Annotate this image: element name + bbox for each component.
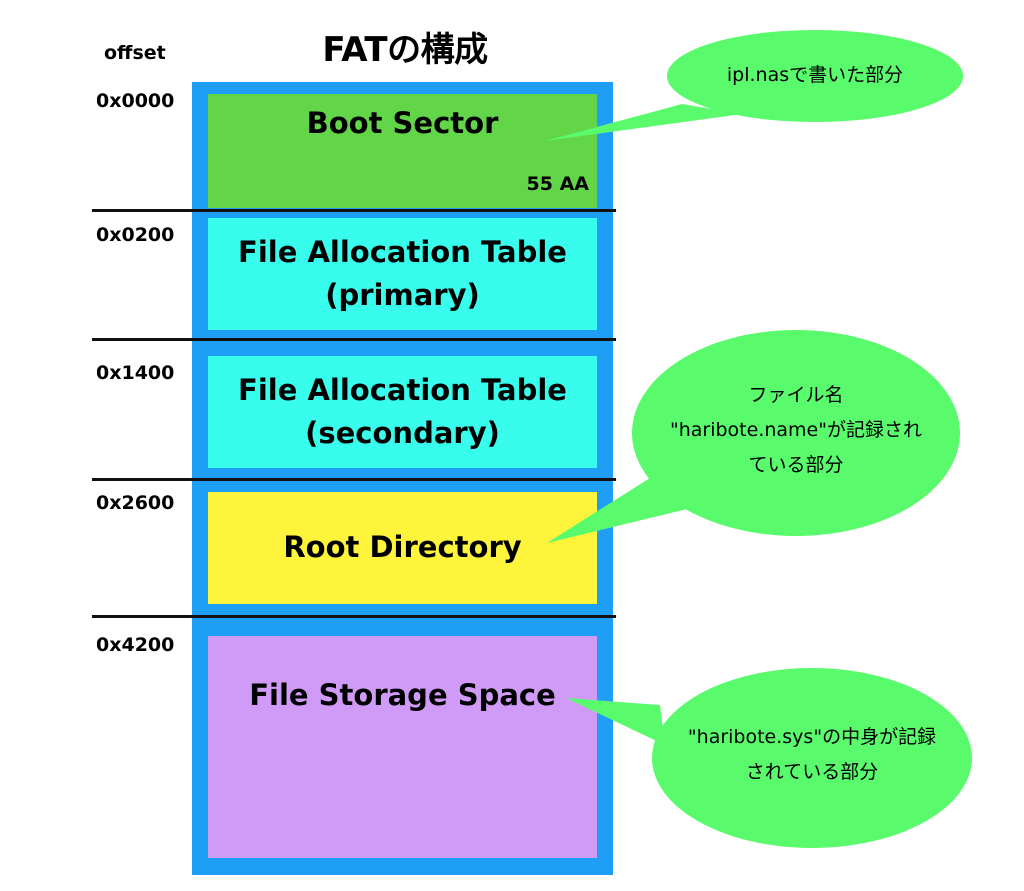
file-storage-region: File Storage Space <box>208 636 597 858</box>
callout-line: されている部分 <box>745 761 879 784</box>
callout-line: ている部分 <box>748 454 844 477</box>
file-storage-label: File Storage Space <box>249 678 556 712</box>
offset-file-storage: 0x4200 <box>96 634 175 656</box>
boot-sector-region: Boot Sector 55 AA <box>208 94 597 208</box>
offset-fat-primary: 0x0200 <box>96 224 175 246</box>
fat-secondary-region: File Allocation Table (secondary) <box>208 356 597 468</box>
callout-line: ipl.nasで書いた部分 <box>726 64 904 86</box>
callout-bubble-file-storage <box>566 668 972 848</box>
callout-text-file-storage: "haribote.sys"の中身が記録 されている部分 <box>652 720 972 790</box>
root-directory-label: Root Directory <box>283 530 522 565</box>
callout-bubble-boot-sector <box>545 30 963 141</box>
diagram-title: FATの構成 <box>322 30 488 70</box>
fat-primary-label-line2: (primary) <box>325 278 480 312</box>
callout-text-boot-sector: ipl.nasで書いた部分 <box>667 58 963 93</box>
offset-fat-secondary: 0x1400 <box>96 362 175 384</box>
callout-line: "haribote.sys"の中身が記録 <box>687 726 937 748</box>
region-divider <box>92 338 616 341</box>
fat-secondary-label-line2: (secondary) <box>305 416 500 450</box>
fat-primary-region: File Allocation Table (primary) <box>208 218 597 330</box>
region-divider <box>92 478 616 481</box>
callout-bubble-root-directory <box>547 330 960 543</box>
region-divider <box>92 209 616 212</box>
boot-signature: 55 AA <box>526 172 589 195</box>
fat-secondary-label-line1: File Allocation Table <box>238 372 567 407</box>
offset-boot-sector: 0x0000 <box>96 90 175 112</box>
fat-primary-label-line1: File Allocation Table <box>238 234 567 269</box>
region-divider <box>92 615 616 618</box>
offset-column-header: offset <box>104 42 166 64</box>
boot-sector-label: Boot Sector <box>306 106 499 140</box>
callout-line: "haribote.name"が記録され <box>669 419 922 442</box>
offset-root-directory: 0x2600 <box>96 492 175 514</box>
callout-line: ファイル名 <box>748 384 844 406</box>
root-directory-region: Root Directory <box>208 492 597 604</box>
callout-text-root-directory: ファイル名 "haribote.name"が記録され ている部分 <box>632 378 960 483</box>
